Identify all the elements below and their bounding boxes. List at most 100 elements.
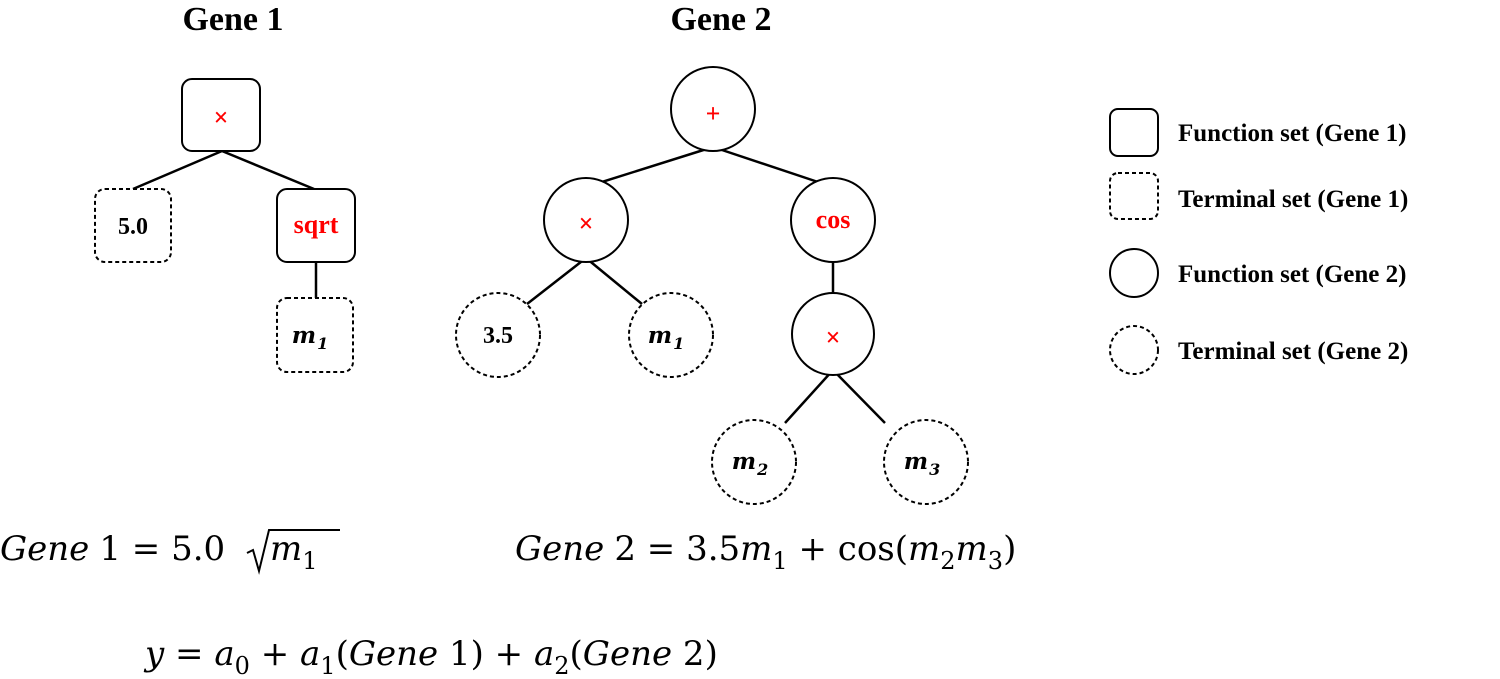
gene2-node-cos: cos [790,177,876,263]
legend-item-terminal-gene2: Terminal set (Gene 2) [1109,325,1408,375]
model-g2-open: ( [570,634,583,674]
gene1-m1-sub: 1 [317,334,328,353]
gene2-edge-root-cos [712,145,834,189]
gene2-edge-root-times [585,145,714,189]
eq2-equals: = [636,529,686,569]
svg-text:m3: m3 [904,448,940,479]
gene1-edge-root-sqrt [221,149,315,191]
eq2-t1-sub: 1 [772,547,787,575]
gene2-edge-times-m1 [585,257,643,305]
legend-label: Function set (Gene 2) [1178,261,1406,288]
gene1-node-m1: m1 [276,297,354,373]
model-g1-open: ( [336,634,349,674]
multiply-symbol: × [826,323,841,352]
legend-label: Terminal set (Gene 1) [1178,186,1408,213]
model-equation: y = a0 + a1(Gene 1) + a2(Gene 2) [143,634,718,679]
gene2-node-m2: m2 [711,419,797,505]
gene1-node-sqrt: sqrt [276,188,356,263]
gene2-times-right-circle [791,292,875,376]
gene2-node-times-left: × [543,177,629,263]
model-a0-sub: 0 [235,652,250,679]
model-g2-num: 2 [672,634,704,674]
sqrt-label: sqrt [294,210,339,239]
gene2-node-root: + [670,66,756,152]
gene1-edges [132,149,318,298]
gene1-title: Gene 1 [182,1,283,38]
model-a2: a [534,634,554,674]
eq1-lhs-name: Gene [0,529,89,569]
eq2-lhs-name: Gene [515,529,604,569]
eq2-plus: + [788,529,838,569]
gene2-m3-base: m [904,448,928,475]
model-g2-name: Gene [583,634,672,674]
gene2-cos-circle [790,177,876,263]
gene1-const-box [94,188,172,263]
gene1-sqrt-box [276,188,356,263]
eq2-coef: 3.5 [686,529,740,569]
eq2-func: cos [838,529,895,569]
model-g1-name: Gene [349,634,438,674]
gene2-m2-sub: 2 [756,460,768,479]
eq1-equals: = [121,529,171,569]
eq1-sqrt-sub: 1 [302,547,317,575]
svg-text:m1: m1 [648,322,684,353]
model-g2-close: ) [705,634,718,674]
model-plus2: + [484,634,534,674]
gene2-root-circle [670,66,756,152]
model-plus1: + [250,634,300,674]
gene2-node-const: 3.5 [455,292,541,378]
model-a1: a [300,634,320,674]
model-y: y [143,634,165,674]
gene1-node-const: 5.0 [94,188,172,263]
eq2-lhs-num: 2 [614,529,636,569]
svg-text:y = a0 + a1(Gene 1) + a2(Gene: y = a0 + a1(Gene 1) + a2(Gene 2) [143,634,718,679]
gene2-const-label: 3.5 [483,323,513,349]
legend-label: Function set (Gene 1) [1178,120,1406,147]
svg-text:m1: m1 [270,529,318,575]
model-a2-sub: 2 [554,652,569,679]
gene2-m1-base: m [648,322,672,349]
model-g1-num: 1 [438,634,470,674]
legend: Function set (Gene 1) Terminal set (Gene… [1109,108,1408,375]
gene1-node-root: × [181,78,261,152]
model-a1-sub: 1 [320,652,335,679]
gene2-const-circle [455,292,541,378]
gene2-edge-times-const [526,257,587,305]
eq2-b-sub: 3 [988,547,1003,575]
plus-symbol: + [706,99,721,128]
legend-solid-circle-icon [1109,248,1159,298]
cos-label: cos [816,205,851,234]
legend-label: Terminal set (Gene 2) [1178,338,1408,365]
gene1-edge-root-const [132,149,223,191]
gene2-times-left-circle [543,177,629,263]
eq2-a-base: m [908,529,940,569]
legend-solid-square-icon [1109,108,1159,157]
eq2-t1-base: m [740,529,772,569]
gene2-edges [526,145,886,424]
gene2-m2-base: m [732,448,756,475]
gene2-edge-times-m2 [784,369,834,424]
eq1-coef: 5.0 [171,529,225,569]
gene2-m1-sub: 1 [673,334,684,353]
gene1-const-label: 5.0 [118,214,148,240]
eq1-lhs-num: 1 [99,529,121,569]
legend-item-function-gene1: Function set (Gene 1) [1109,108,1406,157]
svg-text:m2: m2 [732,448,768,479]
sqrt-radical-icon [246,529,340,575]
svg-text:m1: m1 [292,322,328,353]
eq2-close: ) [1003,529,1016,569]
gene2-edge-times-m3 [832,369,886,424]
eq2-b-base: m [956,529,988,569]
multiply-symbol: × [214,103,229,132]
gene1-m1-base: m [292,322,316,349]
legend-item-function-gene2: Function set (Gene 2) [1109,248,1406,298]
multiply-symbol: × [579,209,594,238]
legend-dashed-circle-icon [1109,325,1159,375]
gene2-m2-circle [711,419,797,505]
eq2-open: ( [895,529,908,569]
gene2-m3-sub: 3 [929,460,940,479]
